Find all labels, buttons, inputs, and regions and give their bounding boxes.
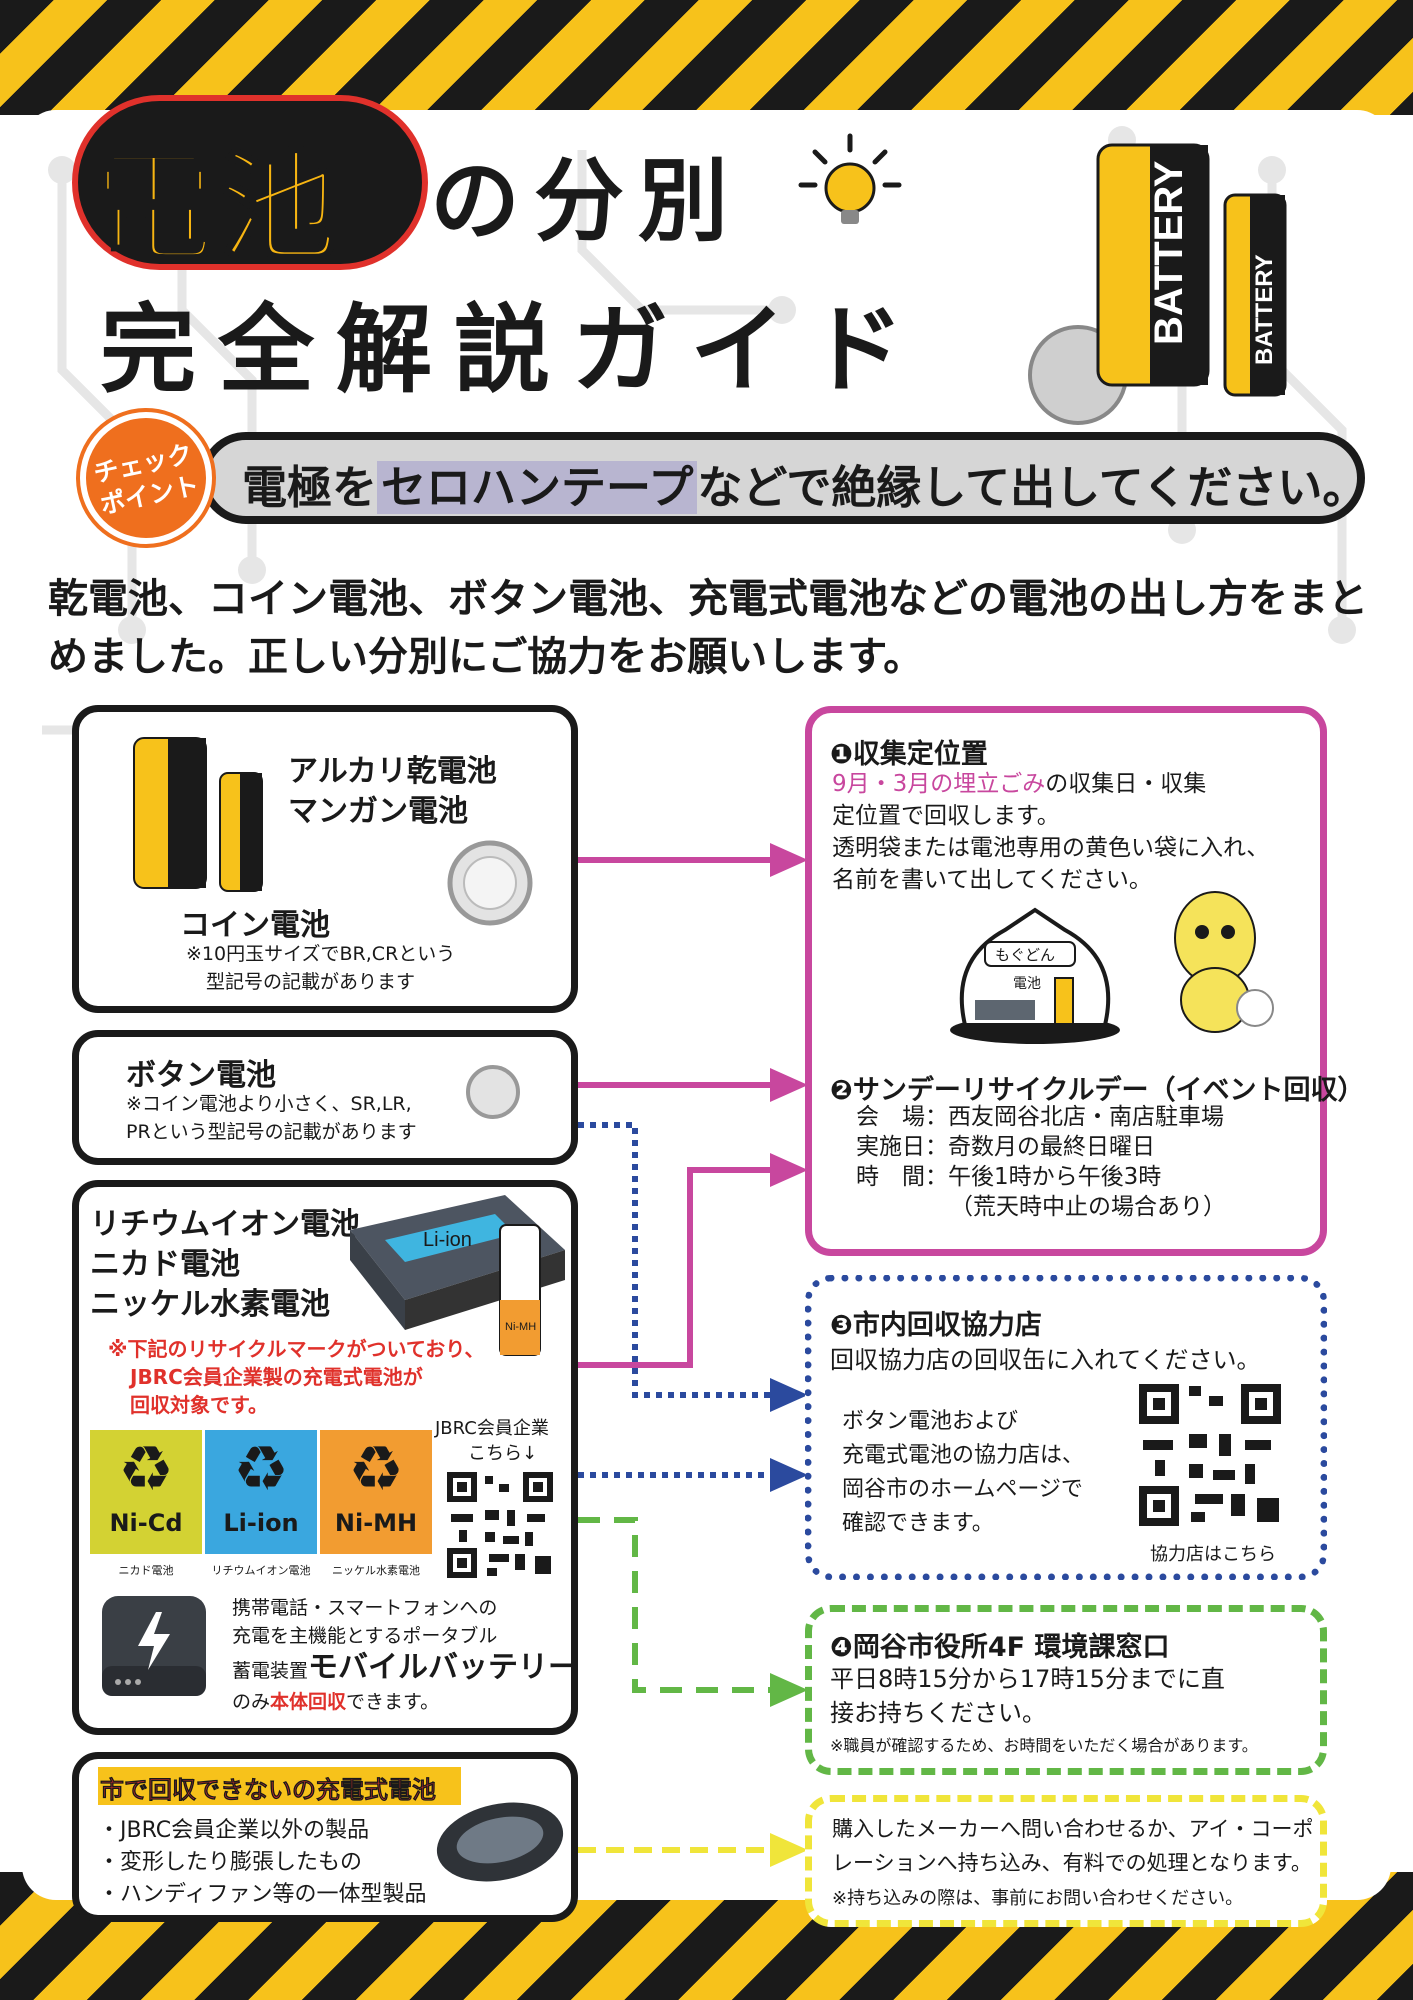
mobile-line-2: 充電を主機能とするポータブル: [232, 1625, 498, 1647]
title-line1: の分別: [430, 149, 742, 254]
recycle-icon: ♻: [348, 1432, 404, 1505]
rechargeable-note-3: 回収対象です。: [130, 1393, 268, 1417]
bag-item-label: 電池: [1013, 975, 1041, 991]
not-collected-title-bar: [98, 1767, 461, 1805]
coin-cell-icon: [447, 840, 533, 926]
jbrc-qr-code[interactable]: [445, 1470, 555, 1580]
r3-note-1: ボタン電池および: [842, 1409, 1019, 1434]
title-badge: [72, 95, 428, 270]
rechargeable-note-2: JBRC会員企業製の充電式電池が: [130, 1365, 423, 1389]
check-point-text: 電極をセロハンテープなどで絶縁して出してください。: [242, 461, 1368, 514]
nicd-label: ニカド電池: [90, 1247, 240, 1282]
battery-illustration: BATTERY BATTERY: [1028, 143, 1287, 425]
recycle-caption-nimh: ニッケル水素電池: [332, 1564, 420, 1577]
button-cell-icon: [466, 1065, 520, 1119]
recycle-caption-liion: リチウムイオン電池: [211, 1564, 311, 1577]
mobile-line-4: のみ本体回収できます。: [232, 1691, 440, 1713]
mobile-battery-icon: [102, 1596, 206, 1696]
r1-line3: 透明袋または電池専用の黄色い袋に入れ、: [832, 835, 1270, 861]
recycle-icon: ♻: [233, 1432, 289, 1505]
jbrc-label-1: JBRC会員企業: [435, 1418, 549, 1439]
r2-title: ❷サンデーリサイクルデー（イベント回収）: [830, 1075, 1365, 1106]
r4-line1: 平日8時15分から17時15分までに直: [830, 1665, 1225, 1693]
dry-cell-icon: [133, 737, 263, 892]
rechargeable-note-1: ※下記のリサイクルマークがついており、: [108, 1337, 485, 1361]
battery-big-label: BATTERY: [1147, 160, 1191, 345]
not-collected-title: 市で回収できないの充電式電池: [100, 1776, 437, 1805]
recycle-mark-nimh: ♻Ni-MH: [320, 1430, 432, 1554]
lithium-ion-label: リチウムイオン電池: [90, 1207, 360, 1242]
r4-line2: 接お持ちください。: [830, 1699, 1046, 1727]
liion-pack-icon: Li-ion Ni-MH: [350, 1195, 565, 1356]
coin-note-line2: 型記号の記載があります: [206, 971, 416, 993]
r5-note: ※持ち込みの際は、事前にお問い合わせください。: [832, 1888, 1244, 1909]
r2-venue: 会 場：西友岡谷北店・南店駐車場: [856, 1104, 1224, 1130]
title-denchi: 電池: [93, 138, 344, 279]
battery-small-label: BATTERY: [1251, 254, 1278, 365]
alkaline-label: アルカリ乾電池: [288, 754, 497, 789]
r1-line2: 定位置で回収します。: [832, 803, 1060, 829]
lightbulb-icon: [798, 133, 902, 224]
r1-title: ❶収集定位置: [830, 739, 988, 770]
nimh-cell-label: Ni-MH: [505, 1321, 536, 1333]
r3-note-4: 確認できます。: [842, 1511, 994, 1536]
recycle-caption-nicd: ニカド電池: [118, 1564, 174, 1577]
mascot-illustration: [1174, 891, 1274, 1033]
r5-line1: 購入したメーカーへ問い合わせるか、アイ・コーポ: [832, 1817, 1314, 1841]
button-note-line1: ※コイン電池より小さく、SR,LR,: [126, 1093, 412, 1115]
r1-line1: 9月・3月の埋立ごみの収集日・収集: [832, 771, 1207, 797]
city-hall-box: [805, 1605, 1327, 1775]
r1-line4: 名前を書いて出してください。: [832, 867, 1152, 893]
mobile-line-1: 携帯電話・スマートフォンへの: [232, 1597, 498, 1619]
r3-note-3: 岡谷市のホームページで: [842, 1477, 1083, 1502]
liion-pack-label: Li-ion: [423, 1229, 472, 1251]
r3-title: ❸市内回収協力店: [830, 1310, 1042, 1341]
intro-text: 乾電池、コイン電池、ボタン電池、充電式電池などの電池の出し方をまとめました。正し…: [48, 576, 1368, 680]
title-line2: 完全解説ガイド: [100, 294, 926, 406]
handy-fan-icon: [436, 1802, 564, 1882]
not-collected-item-2: ・変形したり膨張したもの: [98, 1850, 363, 1875]
button-battery-title: ボタン電池: [126, 1058, 276, 1093]
r2-date: 実施日：奇数月の最終日曜日: [856, 1134, 1155, 1160]
r2-time: 時 間：午後1時から午後3時: [856, 1164, 1162, 1190]
button-cell-box: [72, 1030, 578, 1165]
coin-battery-title: コイン電池: [180, 908, 330, 943]
coin-note-line1: ※10円玉サイズでBR,CRという: [186, 943, 456, 965]
recycle-icon: ♻: [118, 1432, 174, 1505]
manganese-label: マンガン電池: [288, 794, 468, 829]
partner-store-qr-code[interactable]: [1135, 1380, 1285, 1530]
maker-contact-box: [805, 1795, 1327, 1927]
button-note-line2: PRという型記号の記載があります: [126, 1121, 417, 1143]
mobile-line-3: 蓄電装置モバイルバッテリー: [232, 1650, 579, 1685]
r3-line1: 回収協力店の回収缶に入れてください。: [830, 1346, 1261, 1374]
nimh-label: ニッケル水素電池: [90, 1287, 330, 1322]
bag-name-label: もぐどん: [995, 947, 1055, 964]
r4-title: ❹岡谷市役所4F 環境課窓口: [830, 1632, 1170, 1663]
r2-rain-note: （荒天時中止の場合あり）: [950, 1194, 1226, 1220]
battery-bag-illustration: もぐどん 電池: [950, 907, 1120, 1044]
jbrc-label-2: こちら↓: [468, 1443, 538, 1464]
r5-line2: レーションへ持ち込み、有料での処理となります。: [832, 1851, 1312, 1875]
recycle-mark-liion: ♻Li-ion: [205, 1430, 317, 1554]
r3-note-2: 充電式電池の協力店は、: [842, 1443, 1085, 1468]
recycle-mark-nicd: ♻Ni-Cd: [90, 1430, 202, 1554]
not-collected-item-1: ・JBRC会員企業以外の製品: [98, 1818, 370, 1843]
r3-qr-caption: 協力店はこちら: [1150, 1544, 1276, 1565]
r4-note: ※職員が確認するため、お時間をいただく場合があります。: [830, 1736, 1258, 1755]
not-collected-item-3: ・ハンディファン等の一体型製品: [98, 1882, 427, 1907]
